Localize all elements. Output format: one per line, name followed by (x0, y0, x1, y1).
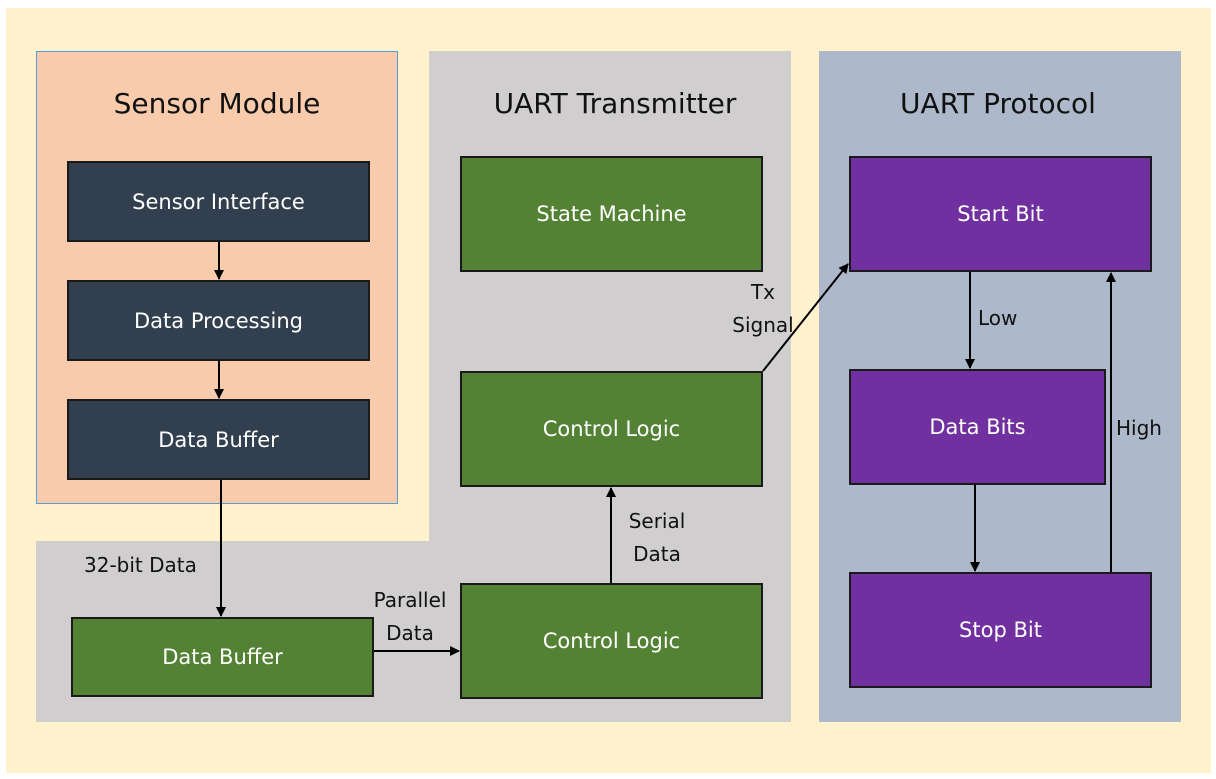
label-parallel-data: Parallel Data (372, 584, 448, 650)
label-high: High (1116, 416, 1162, 440)
label-parallel-data-line1: Parallel (373, 588, 447, 612)
tx-data-buffer-node: Data Buffer (71, 617, 374, 697)
stop-bit-node: Stop Bit (849, 572, 1152, 688)
start-bit-node: Start Bit (849, 156, 1152, 272)
label-serial-data: Serial Data (622, 505, 692, 571)
control-logic-upper-node: Control Logic (460, 371, 763, 487)
sensor-module-title: Sensor Module (113, 87, 321, 120)
sensor-interface-node: Sensor Interface (67, 161, 370, 242)
control-logic-lower-node: Control Logic (460, 583, 763, 699)
data-processing-node: Data Processing (67, 280, 370, 361)
label-32bit-data: 32-bit Data (84, 553, 197, 577)
arrow-tx-signal (762, 263, 849, 372)
uart-protocol-title: UART Protocol (900, 87, 1096, 120)
label-tx-signal: Tx Signal (728, 276, 798, 342)
label-parallel-data-line2: Data (386, 621, 434, 645)
state-machine-node: State Machine (460, 156, 763, 272)
label-serial-data-line2: Data (633, 542, 681, 566)
label-serial-data-line1: Serial (628, 509, 686, 533)
label-low: Low (978, 306, 1018, 330)
data-bits-node: Data Bits (849, 369, 1106, 485)
uart-transmitter-title: UART Transmitter (493, 87, 737, 120)
sensor-data-buffer-node: Data Buffer (67, 399, 370, 480)
label-tx-signal-line1: Tx (750, 280, 776, 304)
label-tx-signal-line2: Signal (732, 313, 794, 337)
